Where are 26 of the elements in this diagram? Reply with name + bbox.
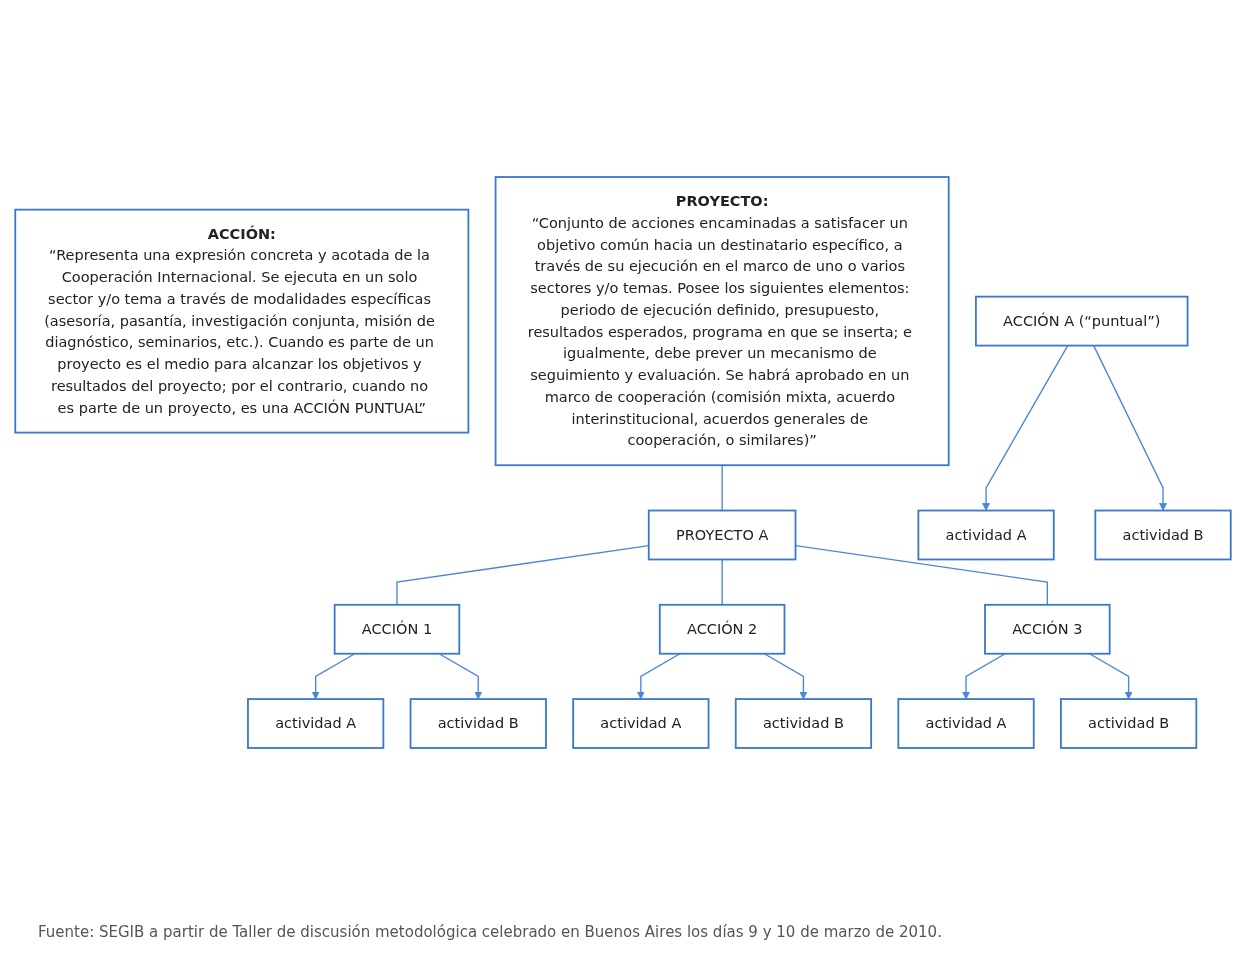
arrow [1093,344,1168,511]
node-box: PROYECTO: “Conjunto de acciones encaminadas a satisfacer un objetivo común hacia un destinatario específico, a través de su ejecución en el marco de uno o varios sectores y/o temas. Posee los siguientes elementos: periodo de ejecución definido, presupuesto, resultados esperados, programa en que se inserta; e igualmente, debe prever un mecanismo de seguimiento y evaluación. Se habrá aprobado en un marco de cooperación (comisión mixta, acuerdo interinstitucional, acuerdos generales de cooperación, o similares)” [494,176,950,467]
node-box: actividad A [247,698,385,749]
node-box: ACCIÓN: “Representa una expresión concreta y acotada de la Cooperación Internacional. Se ejecuta en un solo sector y/o tema a través de modalidades específicas (asesoría, pasantía, investigación conjunta, misión de diagnóstico, seminarios, etc.). Cuando es parte de un proyecto es el medio para alcanzar los objetivos y resultados del proyecto; por el contrario, cuando no es parte de un proyecto, es una ACCIÓN PUNTUAL” [14,208,470,434]
node-box: PROYECTO A [647,509,797,561]
node-box: ACCIÓN 2 [658,603,786,655]
arrow [311,653,356,700]
arrow [1088,653,1133,700]
arrow [438,653,483,700]
node-box: ACCIÓN 1 [333,603,461,655]
arrow [982,344,1069,511]
arrow [962,653,1006,700]
node-box: actividad A [572,698,710,749]
connector [721,558,723,606]
node-box: actividad B [1060,698,1198,749]
node-box: actividad B [1094,509,1232,561]
node-box: ACCIÓN A (“puntual”) [975,295,1189,347]
arrow [763,653,808,700]
node-box: ACCIÓN 3 [984,603,1111,655]
connector [721,464,723,512]
node-box: actividad A [917,509,1055,561]
arrow [636,653,681,700]
node-box: actividad A [897,698,1035,749]
node-box: actividad B [734,698,873,749]
source-caption: Fuente: SEGIB a partir de Taller de discusión metodológica celebrado en Buenos Aires los días 9 y 10 de marzo de 2010. [38,923,943,941]
node-box: actividad B [409,698,547,749]
